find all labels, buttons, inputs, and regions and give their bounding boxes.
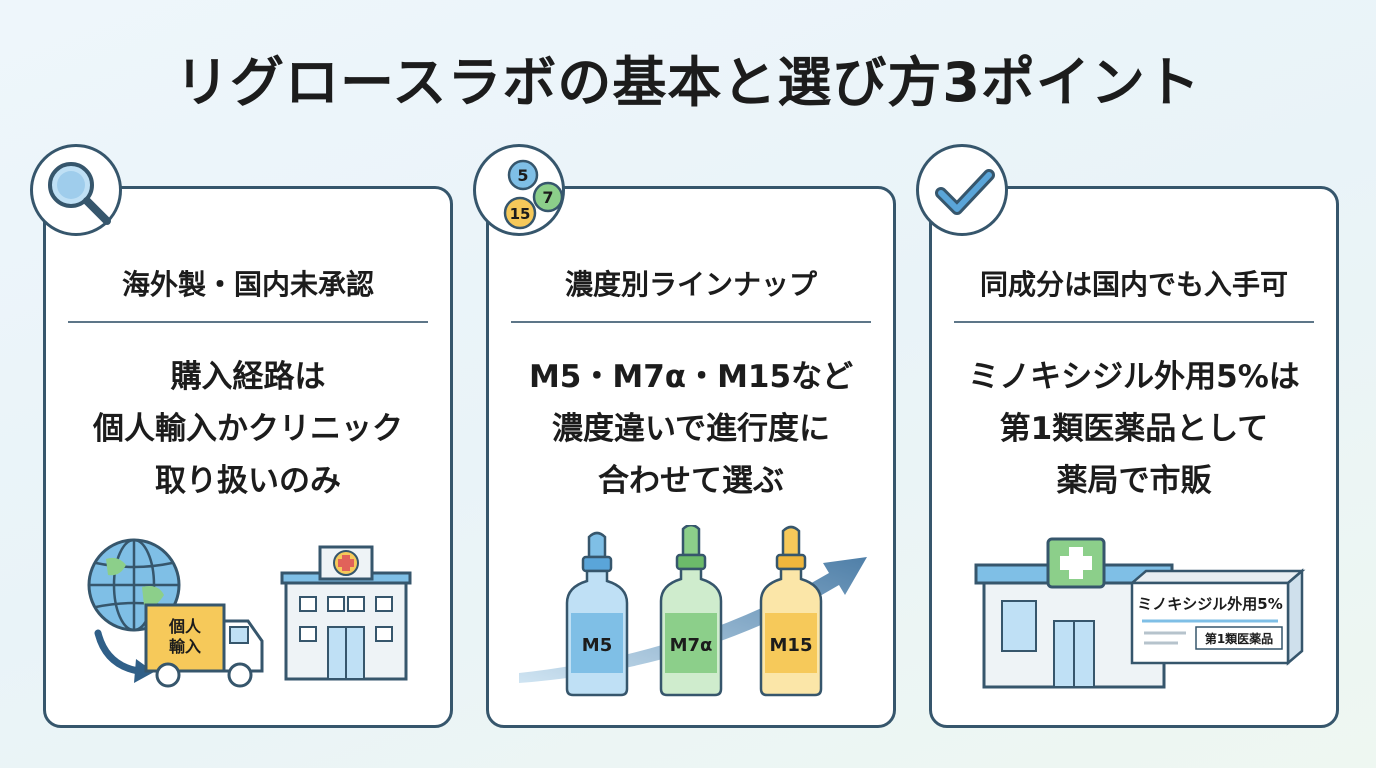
- card-heading: 海外製・国内未承認: [121, 268, 374, 301]
- bottle-label: M15: [770, 635, 813, 656]
- truck-icon: 個人 輸入: [144, 603, 264, 688]
- card-description: ミノキシジル外用5%は 第1類医薬品として 薬局で市販: [968, 359, 1300, 499]
- bottle-label: M7α: [670, 635, 713, 656]
- bottle-m15: M15: [759, 525, 823, 697]
- trend-arrow-icon: [519, 557, 867, 683]
- medicine-box-icon: ミノキシジル外用5% 第1類医薬品: [1128, 568, 1306, 666]
- svg-text:7: 7: [542, 188, 553, 207]
- box-badge: 第1類医薬品: [1205, 631, 1273, 646]
- magnifier-icon: [30, 144, 122, 236]
- svg-text:15: 15: [510, 205, 531, 223]
- card-domestic: 同成分は国内でも入手可 ミノキシジル外用5%は 第1類医薬品として 薬局で市販 …: [916, 144, 1339, 728]
- truck-label: 輸入: [169, 637, 201, 656]
- arrow-icon: [94, 629, 142, 675]
- bottles-illustration: M5 M7α M15: [519, 525, 867, 697]
- import-illustration: 個人 輸入: [87, 538, 412, 688]
- card-description: M5・M7α・M15など 濃度違いで進行度に 合わせて選ぶ: [528, 359, 854, 499]
- card-description: 購入経路は 個人輸入かクリニック 取り扱いのみ: [93, 359, 403, 499]
- concentration-circles-icon: 5 7 15: [473, 144, 565, 236]
- box-label: ミノキシジル外用5%: [1137, 595, 1282, 613]
- pharmacy-illustration: ミノキシジル外用5% 第1類医薬品: [974, 537, 1306, 689]
- card-lineup: 5 7 15 濃度別ラインナップ M5・M7α・M15など 濃度違いで進行度に …: [473, 144, 896, 728]
- hospital-icon: [280, 545, 412, 681]
- card-heading: 同成分は国内でも入手可: [979, 268, 1288, 301]
- checkmark-icon: [916, 144, 1008, 236]
- divider: [954, 321, 1314, 323]
- page-title: リグロースラボの基本と選び方3ポイント: [175, 51, 1201, 114]
- card-overseas: 海外製・国内未承認 購入経路は 個人輸入かクリニック 取り扱いのみ 個人: [30, 144, 453, 728]
- divider: [68, 321, 428, 323]
- svg-text:5: 5: [517, 166, 528, 185]
- card-heading: 濃度別ラインナップ: [564, 268, 817, 301]
- bottle-m7a: M7α: [659, 525, 723, 697]
- bottle-m5: M5: [565, 531, 629, 697]
- truck-label: 個人: [168, 617, 202, 636]
- bottle-label: M5: [582, 635, 612, 656]
- divider: [511, 321, 871, 323]
